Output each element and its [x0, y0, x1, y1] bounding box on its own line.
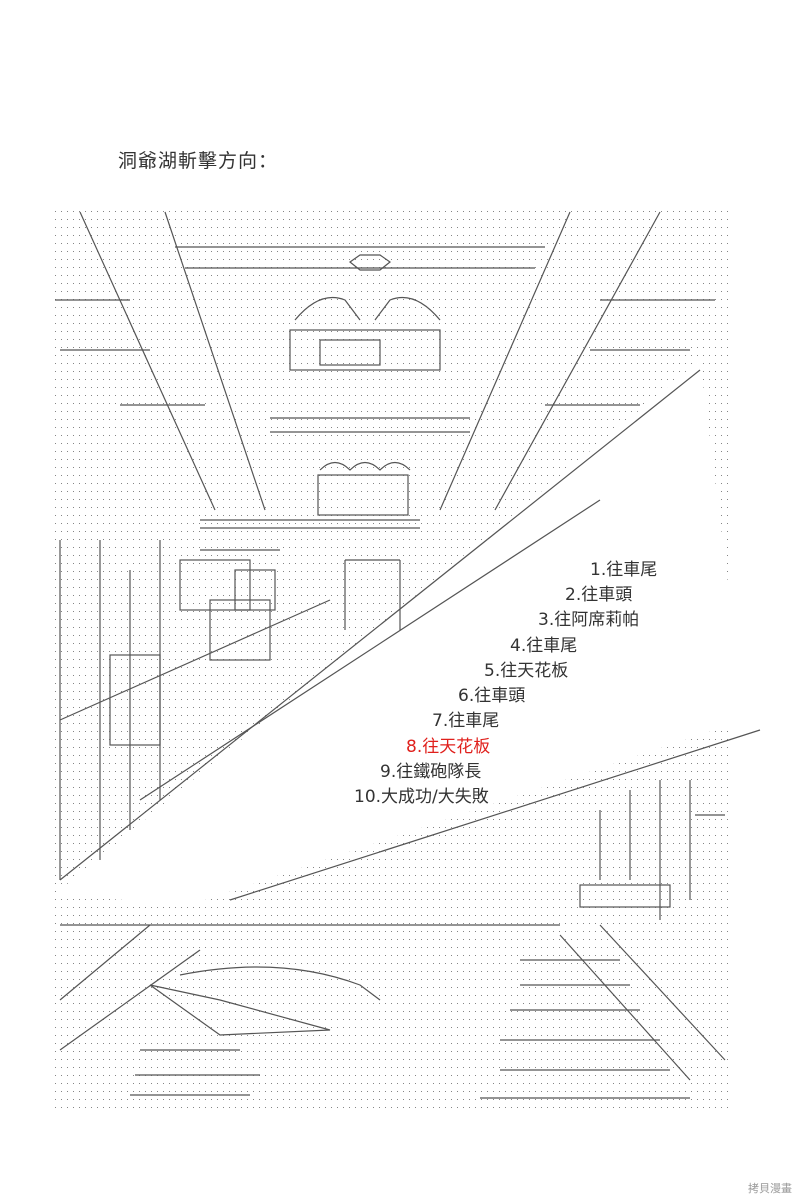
watermark: 拷貝漫畫 [748, 1182, 792, 1195]
page-title: 洞爺湖斬擊方向： [118, 150, 279, 172]
